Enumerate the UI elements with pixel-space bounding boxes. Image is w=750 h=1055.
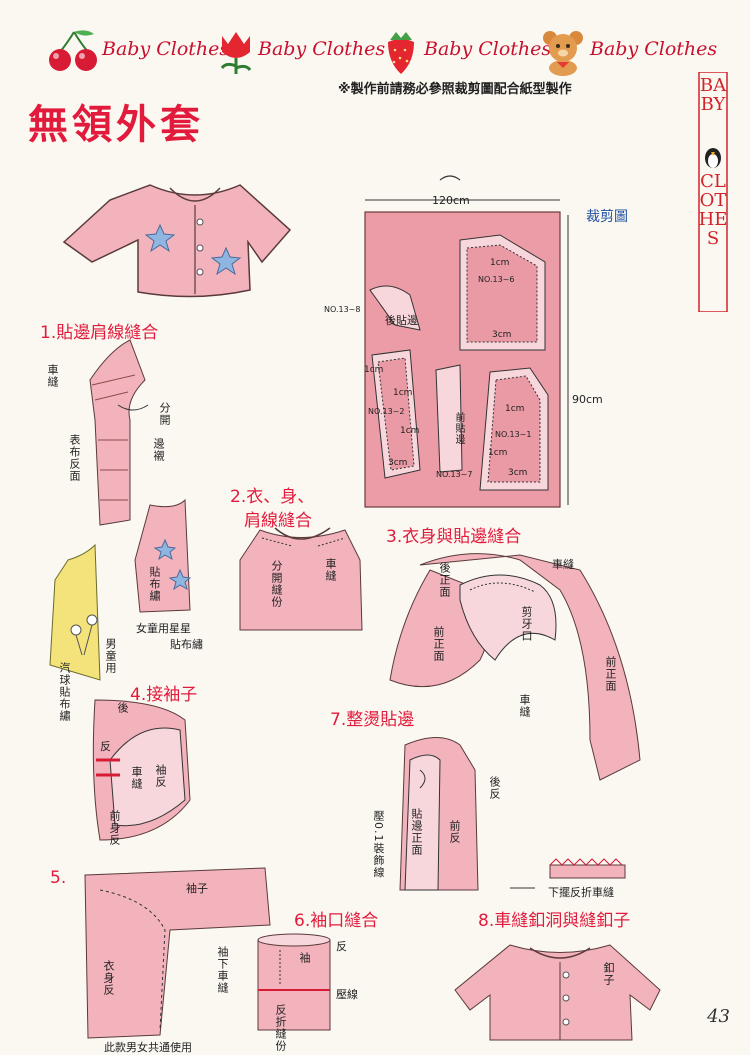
label-outer-reverse: 表布反面: [68, 434, 81, 482]
cut-label-1: 1cm: [490, 258, 510, 268]
cut-label-8: 3cm: [508, 468, 528, 478]
label-stitch2: 車縫: [324, 558, 337, 582]
header-text-1: Baby Clothes: [102, 38, 230, 60]
label-facing: 邊襯: [152, 438, 165, 462]
cut-label-9: 1cm: [488, 448, 508, 458]
label-fold-stitch: 反折縫份: [274, 1004, 287, 1052]
label-boy: 男童用: [104, 638, 117, 674]
step6-drawing: [257, 933, 331, 1031]
header-item-3: Baby Clothes: [380, 28, 552, 76]
label-front-face: 前正面: [432, 626, 445, 662]
label-press-line: 壓線: [336, 988, 358, 1001]
label-stitch: 車縫: [46, 364, 59, 388]
step-5-title: 5.: [50, 868, 67, 888]
step1-drawing: [89, 339, 149, 526]
step8-drawing: [454, 944, 661, 1041]
piece-1: NO.13~6: [478, 275, 515, 284]
label-body-rev: 衣身反: [102, 960, 115, 996]
label-facing-front: 貼邊正面: [410, 808, 423, 856]
step-6-title: 6.袖口縫合: [294, 911, 379, 931]
side-badge: BABY CLOTHES: [698, 72, 728, 312]
header-item-2: Baby Clothes: [216, 28, 386, 76]
step-3-title: 3.衣身與貼邊縫合: [386, 527, 522, 547]
step3-drawing: [389, 553, 641, 781]
label-back-front: 後正面: [438, 562, 451, 598]
bear-icon: [543, 31, 583, 76]
cut-label-6: 1cm: [400, 426, 420, 436]
header-item-4: Baby Clothes: [540, 28, 720, 76]
step7-drawing: [399, 737, 479, 891]
cutting-diagram: [364, 175, 569, 508]
step4-drawing: [92, 699, 191, 841]
label-hem-fold: 下擺反折車縫: [548, 886, 614, 899]
label-split: 分開: [158, 402, 171, 426]
front-facing-label: 前貼邊: [453, 412, 464, 445]
step5-drawing: [84, 867, 271, 1039]
cut-label-2: 3cm: [492, 330, 512, 340]
label-split-seam: 分開縫份: [270, 560, 283, 608]
step-7-title: 7.整燙貼邊: [330, 710, 415, 730]
label-front-rev: 前反: [448, 820, 461, 844]
label-stitch-top: 車縫: [552, 558, 574, 571]
label-balloon: 汽球貼布繡: [58, 662, 71, 722]
cutting-height: 90cm: [572, 393, 603, 406]
bottom-note: 此款男女共通使用: [104, 1041, 192, 1054]
label-cut-mouth: 剪牙口: [520, 606, 533, 642]
cherry-icon: [49, 30, 97, 71]
step-2-title-b: 肩線縫合: [244, 511, 312, 531]
girl-vest-drawing: [134, 498, 192, 613]
step2-drawing: [239, 527, 363, 631]
page-title: 無領外套: [28, 102, 204, 148]
label-girl-star2: 貼布繡: [170, 638, 203, 651]
hem-detail-drawing: [510, 858, 626, 889]
label-sleeve-rev: 袖反: [154, 764, 167, 788]
label-applique: 貼布繡: [148, 566, 161, 602]
page-header: Baby Clothes Baby Clothes Baby Clothes B…: [40, 28, 720, 78]
cutting-width: 120cm: [432, 194, 470, 207]
side-badge-top: BABY: [699, 75, 727, 115]
header-item-1: Baby Clothes: [46, 28, 229, 76]
page-number: 43: [707, 1006, 730, 1027]
back-facing-label: 後貼邊: [385, 314, 418, 327]
finished-jacket-drawing: [62, 184, 292, 298]
strawberry-icon: [388, 32, 414, 74]
label-front-face2: 前正面: [604, 656, 617, 692]
cut-label-5: 1cm: [393, 388, 413, 398]
label-front-body-rev: 前身反: [108, 810, 121, 846]
label-back: 後: [116, 702, 129, 714]
label-sleeve: 袖子: [186, 882, 208, 895]
piece-2: NO.13~8: [324, 305, 361, 314]
header-text-4: Baby Clothes: [590, 38, 718, 60]
label-back-rev: 後反: [488, 776, 501, 800]
step-2-title-a: 2.衣、身、: [230, 487, 315, 507]
cutting-title: 裁剪圖: [586, 209, 628, 225]
label-stitch4: 車縫: [130, 766, 143, 790]
boy-vest-drawing: [49, 543, 101, 681]
piece-5: NO.13~7: [436, 470, 473, 479]
step-4-title: 4.接袖子: [130, 685, 198, 705]
cut-label-7: 1cm: [505, 404, 525, 414]
label-press-trim: 壓0.1裝飾線: [372, 810, 385, 879]
label-button: 釦子: [602, 962, 615, 986]
step-8-title: 8.車縫釦洞與縫釦子: [478, 911, 631, 931]
piece-3: NO.13~2: [368, 407, 405, 416]
instruction-note: ※製作前請務必參照裁剪圖配合紙型製作: [338, 82, 572, 97]
header-text-2: Baby Clothes: [258, 38, 386, 60]
label-stitch3: 車縫: [518, 694, 531, 718]
piece-4: NO.13~1: [495, 430, 532, 439]
header-text-3: Baby Clothes: [424, 38, 552, 60]
step-1-title: 1.貼邊肩線縫合: [40, 323, 159, 343]
label-reverse: 反: [100, 740, 111, 753]
label-cuff-rev: 反: [336, 940, 347, 953]
tulip-icon: [220, 32, 252, 74]
cut-label-3: 1cm: [364, 365, 384, 375]
label-cuff-sleeve: 袖: [298, 952, 311, 964]
cut-label-4: 3cm: [388, 458, 408, 468]
label-girl-star: 女童用星星: [136, 622, 191, 635]
label-under-sleeve: 袖下車縫: [216, 946, 229, 994]
side-badge-bottom: CLOTHES: [698, 171, 728, 249]
